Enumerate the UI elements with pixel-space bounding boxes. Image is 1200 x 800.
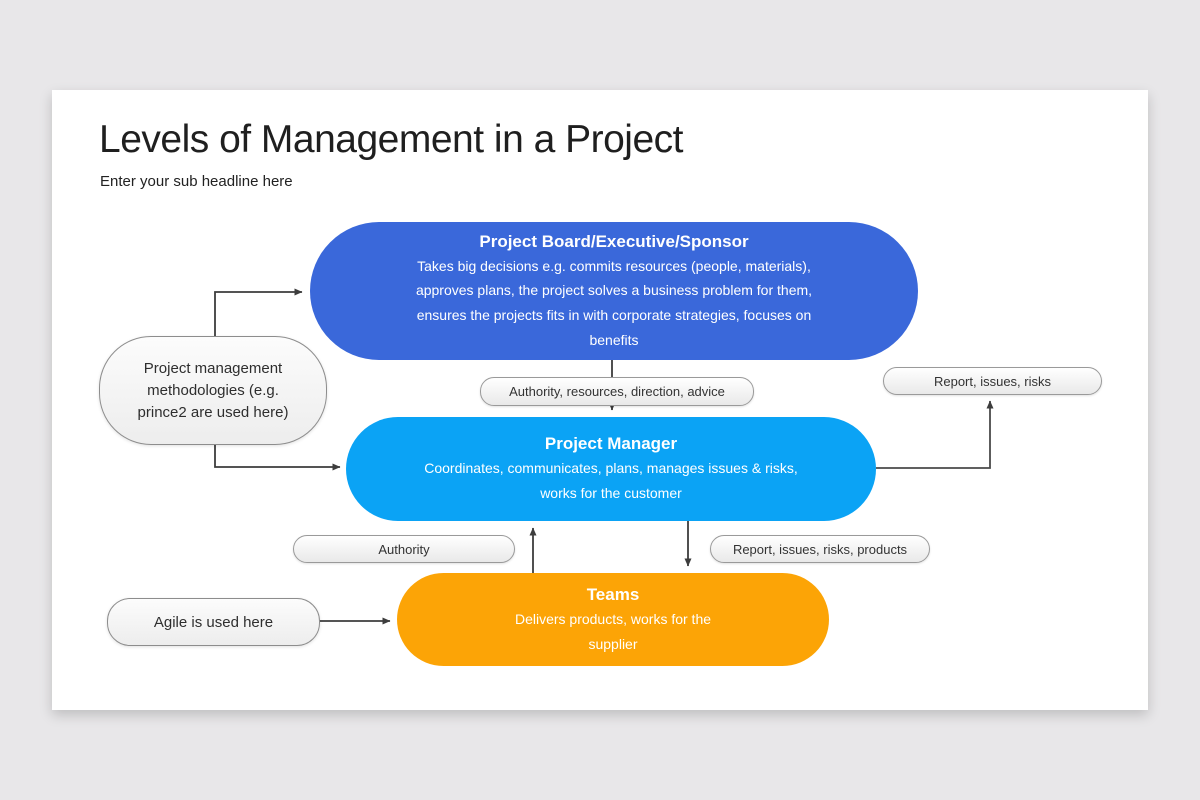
node-teams-body: Delivers products, works for the supplie… (514, 610, 712, 652)
node-project-manager-title: Project Manager (544, 434, 678, 454)
node-project-manager-body: Coordinates, communicates, plans, manage… (424, 460, 798, 501)
note-agile: Agile is used here (107, 598, 320, 646)
arrow-methodologies-to-board (214, 288, 303, 336)
arrow-manager-to-report (876, 400, 994, 469)
page-subtitle: Enter your sub headline here (100, 173, 293, 190)
page-title: Levels of Management in a Project (99, 118, 684, 161)
node-teams: Teams Delivers products, works for the s… (397, 573, 829, 666)
edge-label-authority-resources: Authority, resources, direction, advice (480, 377, 754, 406)
edge-label-authority: Authority (293, 535, 515, 563)
connector-arrows (214, 288, 994, 625)
node-project-board-body: Takes big decisions e.g. commits resourc… (415, 257, 813, 348)
arrow-methodologies-to-manager (214, 443, 341, 471)
node-project-board: Project Board/Executive/Sponsor Takes bi… (310, 222, 918, 360)
node-project-board-title: Project Board/Executive/Sponsor (479, 231, 749, 251)
note-methodologies: Project management methodologies (e.g. p… (99, 336, 327, 445)
edge-label-report-issues-risks-products: Report, issues, risks, products (710, 535, 930, 563)
slide-canvas: Levels of Management in a Project Enter … (52, 90, 1148, 710)
node-teams-title: Teams (586, 584, 640, 604)
node-project-manager: Project Manager Coordinates, communicate… (346, 417, 876, 521)
edge-label-report-issues-risks: Report, issues, risks (883, 367, 1102, 395)
